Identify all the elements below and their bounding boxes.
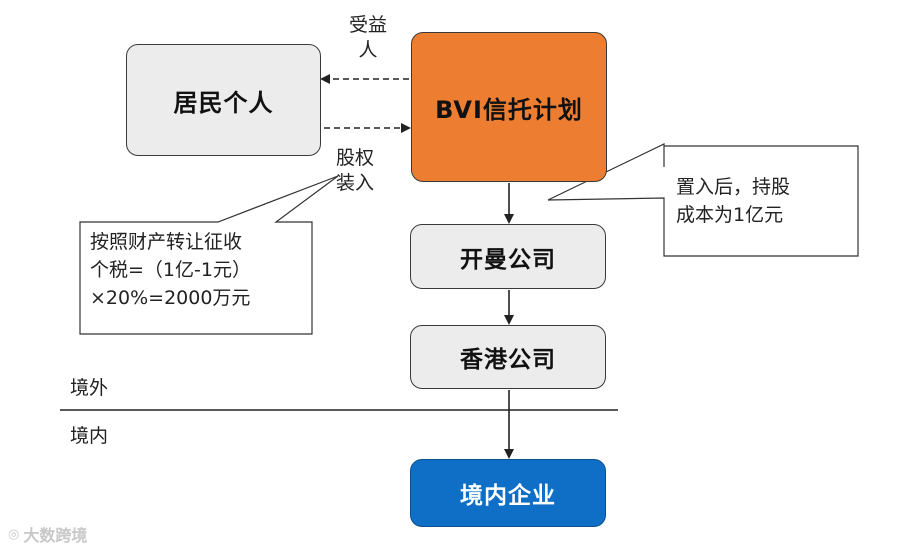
domestic-label: 境内企业 (460, 483, 556, 509)
bvi-label: BVI信托计划 (435, 95, 583, 124)
cost-callout-text: 置入后，持股 成本为1亿元 (676, 176, 791, 226)
resident-individual-node: 居民个人 (126, 44, 321, 156)
tax-callout-shape (79, 175, 339, 335)
kaiman-label: 开曼公司 (460, 246, 556, 273)
onshore-label: 境内 (70, 425, 109, 447)
watermark: ◎ 大数跨境 (8, 522, 87, 546)
hongkong-company-node: 香港公司 (410, 325, 606, 389)
beneficiary-label: 受益 人 (348, 14, 387, 61)
hk-label: 香港公司 (460, 347, 556, 373)
tax-callout-text: 按照财产转让征收 个税=（1亿-1元） ×20%=2000万元 (90, 231, 251, 309)
cost-callout-shape (547, 143, 859, 257)
watermark-logo-icon: ◎ (8, 526, 20, 542)
watermark-text: 大数跨境 (23, 526, 88, 545)
cayman-company-node: 开曼公司 (410, 224, 606, 289)
equity-injection-label: 股权 装入 (335, 147, 374, 194)
domestic-enterprise-node: 境内企业 (410, 459, 606, 527)
resident-label: 居民个人 (173, 88, 274, 117)
offshore-label: 境外 (70, 377, 109, 399)
bvi-trust-node: BVI信托计划 (411, 32, 607, 182)
